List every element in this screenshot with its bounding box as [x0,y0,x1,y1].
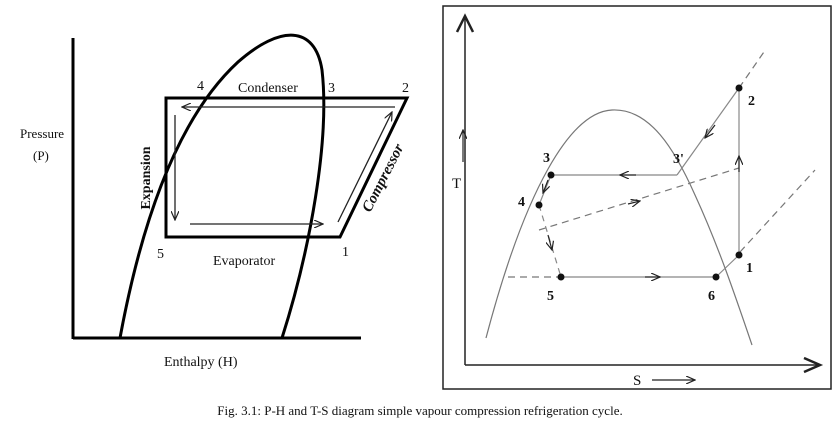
ts-dot-1 [735,251,743,259]
intermediate-dashed-line [538,167,740,231]
ph-point-1: 1 [342,245,349,260]
desuperheat-arrow [705,124,716,138]
ts-point-3: 3 [543,151,550,166]
ts-point-2: 2 [748,94,755,109]
ph-point-4: 4 [197,79,204,94]
condenser-label: Condenser [238,81,298,96]
ts-x-axis-arrowhead [803,356,824,374]
ts-dot-6 [712,273,720,281]
superheat-line [715,254,740,278]
compressor-label: Compressor [359,141,407,215]
ph-cycle [164,96,410,239]
intermediate-arrow [627,201,640,204]
expansion-label: Expansion [139,146,154,209]
subcool-line [538,174,552,206]
desuperheat-line [676,87,740,176]
ts-point-4: 4 [518,195,525,210]
ph-point-2: 2 [402,81,409,96]
ts-point-6: 6 [708,289,715,304]
ph-point-5: 5 [157,247,164,262]
ts-point-5: 5 [547,289,554,304]
ts-dot-2 [735,84,743,92]
ph-point-3: 3 [328,81,335,96]
figure-caption: Fig. 3.1: P-H and T-S diagram simple vap… [217,403,622,418]
pressure-unit-label: (P) [33,148,49,163]
ph-diagram: Pressure (P) Enthalpy (H) Condenser Evap… [20,33,410,370]
low-pressure-dashed-line [739,169,816,253]
enthalpy-label: Enthalpy (H) [164,355,238,370]
ts-point-3-prime: 3' [673,152,684,167]
ts-saturation-dome [485,109,753,346]
ts-dot-5 [557,273,565,281]
ts-dot-3 [547,171,555,179]
ts-diagram: T S 1 2 3 3' 4 [442,5,832,390]
ts-dot-4 [535,201,543,209]
ph-saturation-dome [118,33,326,339]
evaporator-label: Evaporator [213,254,276,269]
throttle-arrow [548,234,552,250]
ts-y-axis-arrowhead [455,13,475,33]
ts-point-1: 1 [746,261,753,276]
pressure-label: Pressure [20,126,64,141]
compressor-arrow [337,112,392,223]
ts-y-label: T [452,176,461,192]
ts-frame [442,5,832,390]
subcool-arrow [543,179,548,193]
high-pressure-dashed-line [738,48,767,89]
ts-x-label: S [633,373,641,389]
